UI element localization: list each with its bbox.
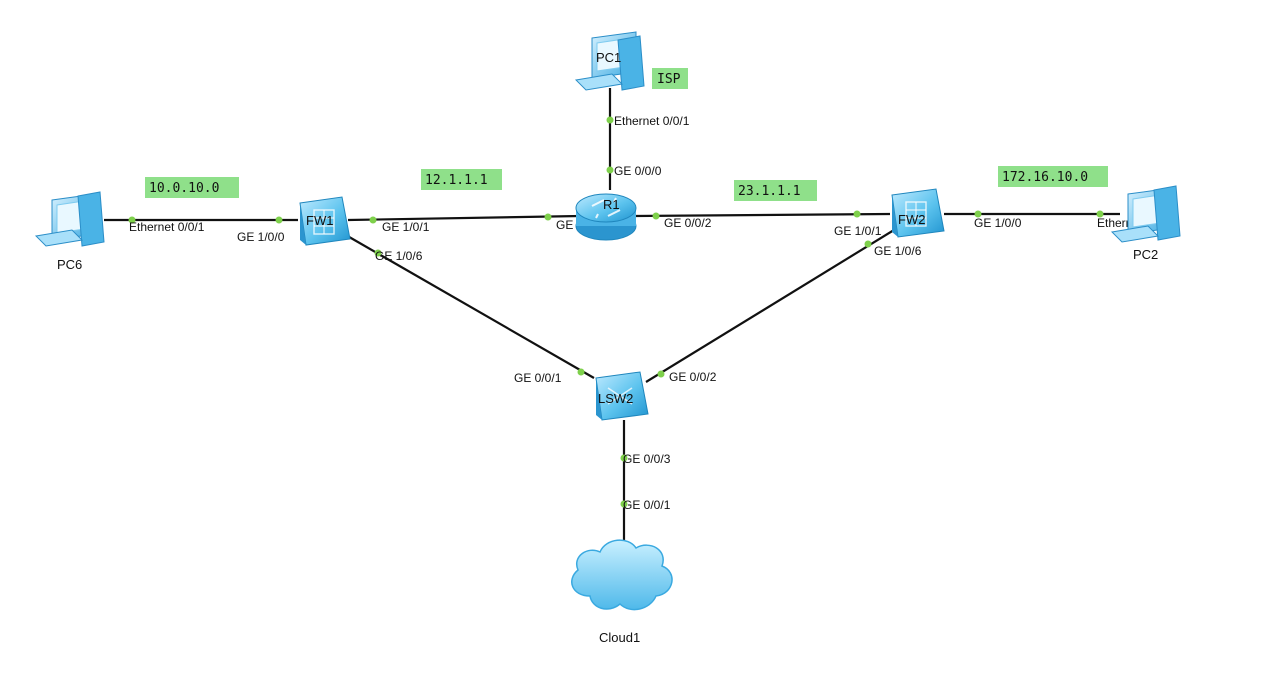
note-isp[interactable]: ISP xyxy=(652,68,688,89)
device-label-lsw2: LSW2 xyxy=(598,391,633,406)
port-dot-fw2-ge101[interactable] xyxy=(853,210,861,218)
note-net-right-text: 172.16.10.0 xyxy=(1002,170,1088,185)
port-label-r1-ge000: GE 0/0/0 xyxy=(614,164,662,178)
note-net-left[interactable]: 10.0.10.0 xyxy=(145,177,239,198)
device-cloud1[interactable]: Cloud1 xyxy=(571,539,673,645)
port-dot-lsw2-ge001[interactable] xyxy=(577,368,585,376)
port-dot-r1-ge001[interactable] xyxy=(544,213,552,221)
note-net-fw1-r1[interactable]: 12.1.1.1 xyxy=(421,169,502,190)
port-label-lsw2-ge002: GE 0/0/2 xyxy=(669,370,717,384)
port-label-lsw2-ge003: GE 0/0/3 xyxy=(623,452,671,466)
note-net-right[interactable]: 172.16.10.0 xyxy=(998,166,1108,187)
note-isp-text: ISP xyxy=(657,72,681,87)
port-dot-lsw2-ge002[interactable] xyxy=(657,370,665,378)
note-net-r1-fw2-text: 23.1.1.1 xyxy=(738,184,801,199)
link-fw2-lsw2[interactable] xyxy=(645,229,895,383)
port-dot-pc2-eth[interactable] xyxy=(1096,210,1104,218)
link-r1-fw2[interactable] xyxy=(633,212,891,218)
port-dot-fw1-ge100[interactable] xyxy=(275,216,283,224)
port-dot-fw2-ge100[interactable] xyxy=(974,210,982,218)
port-label-lsw2-ge001: GE 0/0/1 xyxy=(514,371,562,385)
pc-icon xyxy=(34,191,105,247)
device-lsw2[interactable]: LSW2 xyxy=(595,371,649,421)
device-label-pc1: PC1 xyxy=(596,50,621,65)
port-label-fw2-ge106: GE 1/0/6 xyxy=(874,244,922,258)
note-net-fw1-r1-text: 12.1.1.1 xyxy=(425,173,488,188)
device-label-fw2: FW2 xyxy=(898,212,925,227)
port-label-fw1-ge106: GE 1/0/6 xyxy=(375,249,423,263)
device-label-pc6: PC6 xyxy=(57,257,82,272)
device-label-fw1: FW1 xyxy=(306,213,333,228)
firewall-icon xyxy=(299,196,351,246)
port-label-pc1-eth: Ethernet 0/0/1 xyxy=(614,114,690,128)
switch-icon xyxy=(595,371,649,421)
device-pc1[interactable]: PC1 xyxy=(574,31,645,91)
port-label-r1-ge002: GE 0/0/2 xyxy=(664,216,712,230)
device-r1[interactable]: R1 xyxy=(575,193,637,241)
note-net-r1-fw2[interactable]: 23.1.1.1 xyxy=(734,180,817,201)
links xyxy=(104,88,1120,546)
port-dot-fw1-ge106[interactable] xyxy=(374,249,382,257)
pc-icon xyxy=(574,31,645,91)
port-label-fw1-ge100: GE 1/0/0 xyxy=(237,230,285,244)
cloud-icon xyxy=(571,539,673,611)
notes: ISP 10.0.10.0 12.1.1.1 23.1.1.1 172.16.1… xyxy=(145,68,1108,201)
port-dot-r1-ge000[interactable] xyxy=(606,166,614,174)
pc-icon xyxy=(1110,185,1181,243)
router-icon xyxy=(575,193,637,241)
note-net-left-text: 10.0.10.0 xyxy=(149,181,219,196)
link-fw1-r1[interactable] xyxy=(347,214,581,222)
port-label-cloud-ge001: GE 0/0/1 xyxy=(623,498,671,512)
link-fw1-lsw2[interactable] xyxy=(343,233,595,379)
firewall-icon xyxy=(891,188,945,238)
port-dots xyxy=(128,116,1104,508)
device-pc2[interactable]: PC2 xyxy=(1110,185,1181,262)
device-label-r1: R1 xyxy=(603,197,620,212)
port-label-fw2-ge100: GE 1/0/0 xyxy=(974,216,1022,230)
port-dot-pc6-eth[interactable] xyxy=(128,216,136,224)
port-dot-pc1-eth[interactable] xyxy=(606,116,614,124)
device-label-pc2: PC2 xyxy=(1133,247,1158,262)
port-dot-lsw2-ge003[interactable] xyxy=(620,454,628,462)
device-fw2[interactable]: FW2 xyxy=(891,188,945,238)
device-pc6[interactable]: PC6 xyxy=(34,191,105,272)
port-dot-fw2-ge106[interactable] xyxy=(864,240,872,248)
port-dot-r1-ge002[interactable] xyxy=(652,212,660,220)
port-label-pc6-eth: Ethernet 0/0/1 xyxy=(129,220,205,234)
port-label-fw2-ge101: GE 1/0/1 xyxy=(834,224,882,238)
device-label-cloud1: Cloud1 xyxy=(599,630,640,645)
port-dot-fw1-ge101[interactable] xyxy=(369,216,377,224)
port-label-fw1-ge101: GE 1/0/1 xyxy=(382,220,430,234)
device-fw1[interactable]: FW1 xyxy=(299,196,351,246)
port-dot-cloud-ge001[interactable] xyxy=(620,500,628,508)
